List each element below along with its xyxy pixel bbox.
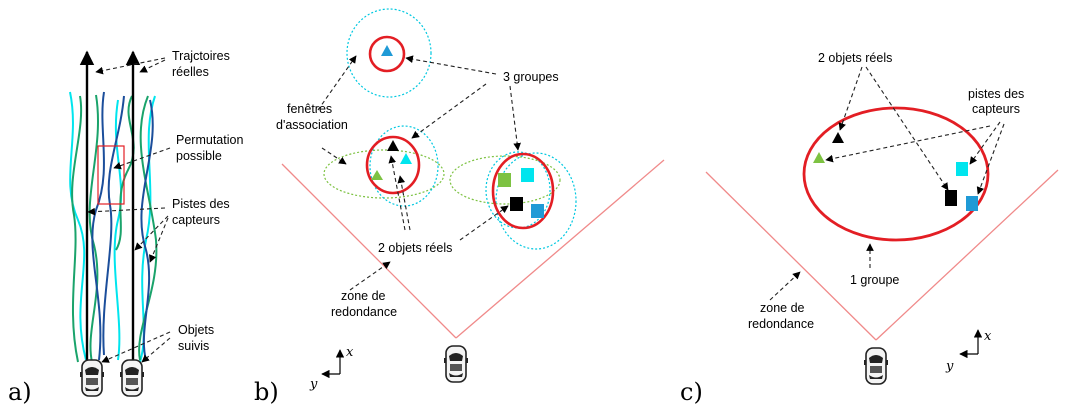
association-window <box>449 155 561 205</box>
panel-c: 2 objets réels pistes des capteurs 1 gro… <box>680 51 1059 406</box>
label-redundancy-c-1: zone de <box>760 301 805 315</box>
label-1-group: 1 groupe <box>850 273 899 287</box>
axis-y-label: y <box>945 359 954 374</box>
square-cyan-icon <box>956 162 968 176</box>
association-window <box>485 151 551 229</box>
label-tracks-a-1: Pistes des <box>172 197 230 211</box>
car-icon <box>79 359 105 397</box>
axis-y-label: y <box>309 377 318 392</box>
label-2-real-objects-c: 2 objets réels <box>818 51 892 65</box>
square-green-icon <box>498 173 511 187</box>
axes-indicator-c: x y <box>945 329 992 374</box>
association-window <box>495 152 577 250</box>
group-circle <box>491 152 555 230</box>
panel-label-c: c) <box>680 378 703 406</box>
label-tracks-a-2: capteurs <box>172 213 220 227</box>
square-blue-icon <box>531 204 544 218</box>
permutation-box <box>97 145 125 205</box>
association-window <box>346 8 432 98</box>
car-icon <box>863 347 889 385</box>
square-cyan-icon <box>521 168 534 182</box>
label-windows-1: fenêtres <box>287 102 332 116</box>
axis-x-label: x <box>984 329 992 344</box>
triangle-black-icon <box>387 140 399 151</box>
square-black-icon <box>945 190 957 206</box>
axes-indicator-b: x y <box>309 345 354 392</box>
triangle-cyan-icon <box>400 153 412 164</box>
label-trajectories-1: Trajctoires <box>172 49 230 63</box>
panel-a: Trajctoires réelles Permutation possible… <box>8 49 243 406</box>
zone-right-edge <box>455 159 665 339</box>
panel-b: 3 groupes fenêtres d'association 2 objet… <box>254 8 665 406</box>
zone-right-edge <box>875 169 1059 341</box>
label-3-groups: 3 groupes <box>503 70 559 84</box>
label-trajectories-2: réelles <box>172 65 209 79</box>
label-tracks-c-2: capteurs <box>972 102 1020 116</box>
zone-left-edge <box>705 171 877 341</box>
label-objects-2: suivis <box>178 339 209 353</box>
car-icon <box>119 359 145 397</box>
triangle-blue-icon <box>381 45 393 56</box>
label-redundancy-b-2: redondance <box>331 305 397 319</box>
sensor-tracks-a <box>69 91 158 363</box>
label-redundancy-c-2: redondance <box>748 317 814 331</box>
panel-label-b: b) <box>254 378 279 406</box>
car-icon <box>443 345 469 383</box>
label-2-real-objects-b: 2 objets réels <box>378 241 452 255</box>
label-tracks-c-1: pistes des <box>968 87 1024 101</box>
label-redundancy-b-1: zone de <box>341 289 386 303</box>
group-circle <box>365 135 421 195</box>
label-permutation-1: Permutation <box>176 133 243 147</box>
square-blue-icon <box>966 196 978 211</box>
triangle-black-icon <box>832 132 844 143</box>
square-black-icon <box>510 197 523 211</box>
label-objects-1: Objets <box>178 323 214 337</box>
group-circle <box>368 35 406 73</box>
triangle-green-icon <box>371 170 383 180</box>
axis-x-label: x <box>346 345 354 360</box>
association-window <box>369 125 439 207</box>
zone-left-edge <box>281 163 457 339</box>
single-group-ellipse <box>802 106 990 242</box>
triangle-green-icon <box>813 152 825 163</box>
panel-label-a: a) <box>8 378 32 406</box>
label-windows-2: d'association <box>276 118 348 132</box>
label-permutation-2: possible <box>176 149 222 163</box>
